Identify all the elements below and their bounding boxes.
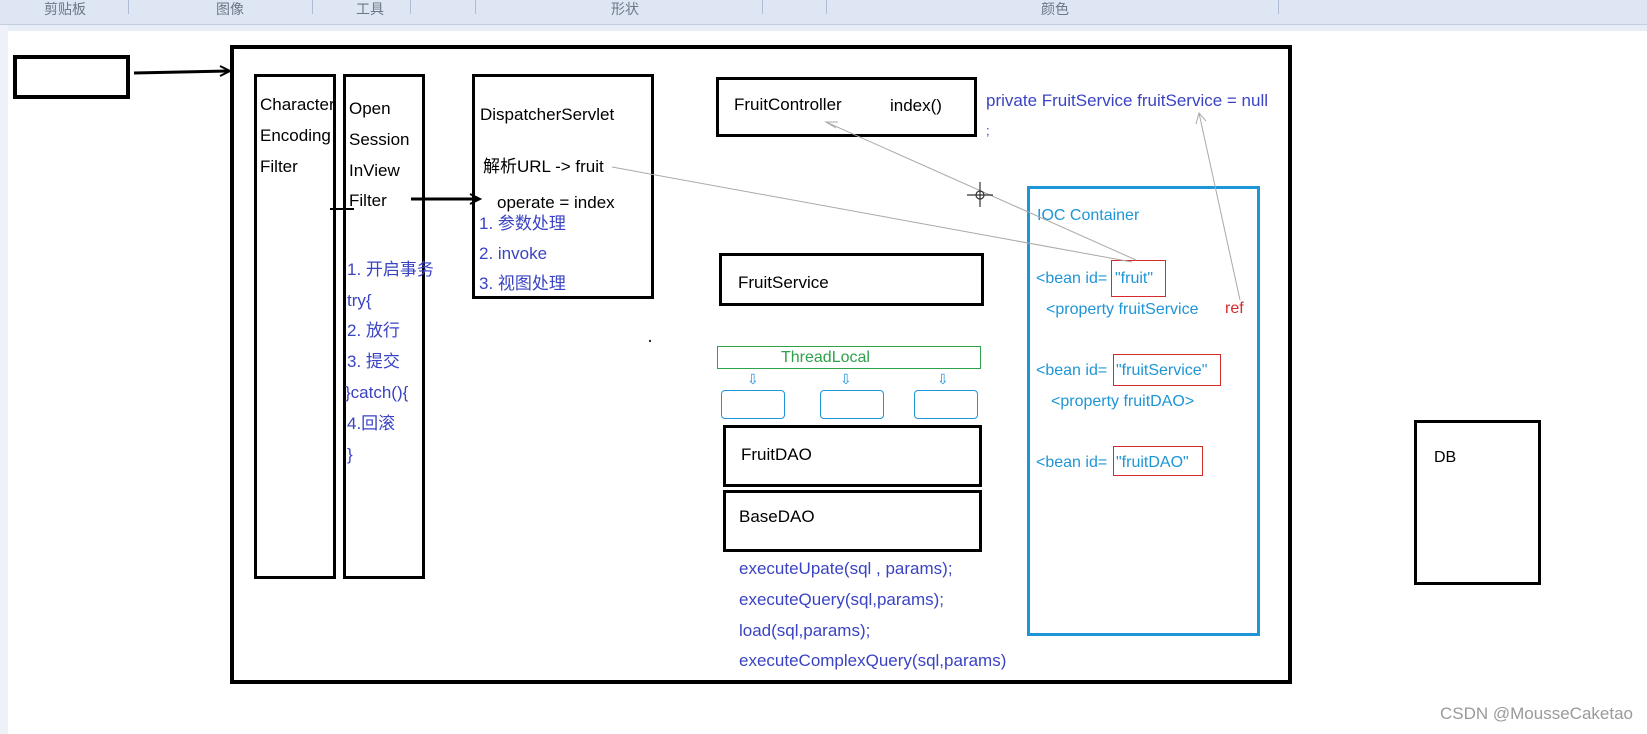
down-arrow-icon: ⇩ — [747, 371, 759, 387]
canvas-top-band — [0, 25, 1647, 31]
fruit-service-box — [719, 253, 984, 306]
osiv-filter-line2: Session — [349, 130, 410, 149]
base-dao-method-load: load(sql,params); — [739, 621, 871, 640]
osiv-filter-line3: InView — [349, 161, 400, 180]
controller-field-declaration: private FruitService fruitService = null — [986, 91, 1269, 110]
fruit-to-bean-line — [611, 166, 1133, 263]
osiv-step-pass: 2. 放行 — [347, 321, 400, 340]
bean1-prefix: <bean id= — [1036, 270, 1108, 287]
bean3-id: "fruitDAO" — [1116, 454, 1189, 471]
dispatcher-step-view: 3. 视图处理 — [479, 274, 566, 293]
ribbon-separator — [762, 0, 763, 14]
ribbon-separator — [312, 0, 313, 14]
encoding-filter-line2: Encoding — [260, 126, 331, 145]
ioc-container-title: IOC Container — [1037, 207, 1140, 224]
ribbon-separator — [475, 0, 476, 14]
osiv-step-try: try{ — [347, 291, 372, 310]
fruit-service-name: FruitService — [738, 273, 829, 292]
osiv-filter-box — [343, 74, 425, 579]
bean3-prefix: <bean id= — [1036, 454, 1108, 471]
controller-field-semicolon: ; — [986, 123, 990, 138]
dispatcher-step-invoke: 2. invoke — [479, 244, 548, 263]
osiv-step-commit: 3. 提交 — [347, 352, 400, 371]
bean2-prefix: <bean id= — [1036, 362, 1108, 379]
client-to-server-arrowhead — [219, 65, 233, 77]
bean3-id-highlight — [1113, 446, 1203, 476]
dispatcher-servlet-box — [472, 74, 654, 299]
osiv-filter-line1: Open — [349, 99, 391, 118]
crosshair-cursor-icon — [967, 182, 993, 207]
database-label: DB — [1434, 449, 1457, 466]
threadlocal-label: ThreadLocal — [781, 349, 870, 366]
osiv-step-catch: }catch(){ — [345, 383, 409, 402]
ribbon-separator — [128, 0, 129, 14]
base-dao-box — [723, 490, 982, 552]
bean2-id: "fruitService" — [1116, 362, 1208, 379]
encoding-filter-box — [254, 74, 336, 579]
fruit-dao-name: FruitDAO — [741, 445, 812, 464]
client-to-server-arrow — [133, 69, 229, 75]
ioc-container-box — [1027, 186, 1260, 636]
osiv-step-rollback: 4.回滚 — [347, 414, 396, 433]
fruit-dao-box — [723, 425, 982, 487]
threadlocal-slot — [721, 390, 785, 419]
fruit-controller-name: FruitController — [734, 95, 842, 114]
base-dao-method-complex-query: executeComplexQuery(sql,params) — [739, 651, 1007, 670]
client-box — [13, 55, 130, 99]
ribbon-separator — [1278, 0, 1279, 14]
ribbon-group-tools[interactable]: 工具 — [356, 1, 384, 17]
osiv-filter-line4: Filter — [349, 191, 387, 210]
dispatcher-operate: operate = index — [497, 193, 615, 212]
fruit-controller-method: index() — [890, 96, 942, 115]
encoding-filter-line3: Filter — [260, 157, 298, 176]
dispatcher-step-params: 1. 参数处理 — [479, 214, 566, 233]
bean1-id: "fruit" — [1115, 270, 1154, 287]
paint-ribbon-group-labels: 剪贴板 图像 工具 形状 颜色 — [0, 0, 1647, 25]
dispatcher-parse-url: 解析URL -> fruit — [483, 157, 604, 176]
encoding-filter-line1: Character — [260, 95, 335, 114]
base-dao-method-query: executeQuery(sql,params); — [739, 590, 945, 609]
down-arrow-icon: ⇩ — [840, 371, 852, 387]
database-box — [1414, 420, 1541, 585]
osiv-to-dispatcher-arrowhead — [469, 193, 483, 205]
server-container-box — [230, 45, 1292, 684]
stray-dot — [648, 339, 652, 343]
osiv-step-begin-tx: 1. 开启事务 — [347, 260, 434, 279]
bean1-id-highlight — [1111, 260, 1166, 297]
bean1-property: <property fruitService — [1046, 301, 1199, 318]
down-arrow-icon: ⇩ — [937, 371, 949, 387]
ref-to-field-arrowhead — [1195, 111, 1207, 125]
ribbon-separator — [826, 0, 827, 14]
base-dao-method-update: executeUpate(sql , params); — [739, 559, 953, 578]
ribbon-separator — [410, 0, 411, 14]
threadlocal-slot — [820, 390, 884, 419]
osiv-step-close: } — [347, 445, 353, 464]
dispatcher-title: DispatcherServlet — [480, 105, 615, 124]
threadlocal-slot — [914, 390, 978, 419]
controller-to-bean-arrowhead — [824, 121, 838, 129]
ribbon-group-colors[interactable]: 颜色 — [1041, 1, 1069, 17]
csdn-watermark: CSDN @MousseCaketao — [1440, 704, 1633, 723]
base-dao-name: BaseDAO — [739, 507, 815, 526]
ribbon-group-image[interactable]: 图像 — [216, 1, 244, 17]
ribbon-group-shapes[interactable]: 形状 — [611, 1, 639, 17]
bean1-ref: ref — [1225, 300, 1244, 317]
ref-to-field-line — [1198, 112, 1241, 301]
bean2-id-highlight — [1113, 354, 1221, 386]
bean2-property: <property fruitDAO> — [1051, 393, 1195, 410]
ribbon-group-clipboard[interactable]: 剪贴板 — [44, 1, 86, 17]
fruit-controller-box — [716, 77, 977, 137]
threadlocal-box — [717, 346, 981, 369]
canvas-left-gutter — [0, 25, 8, 734]
